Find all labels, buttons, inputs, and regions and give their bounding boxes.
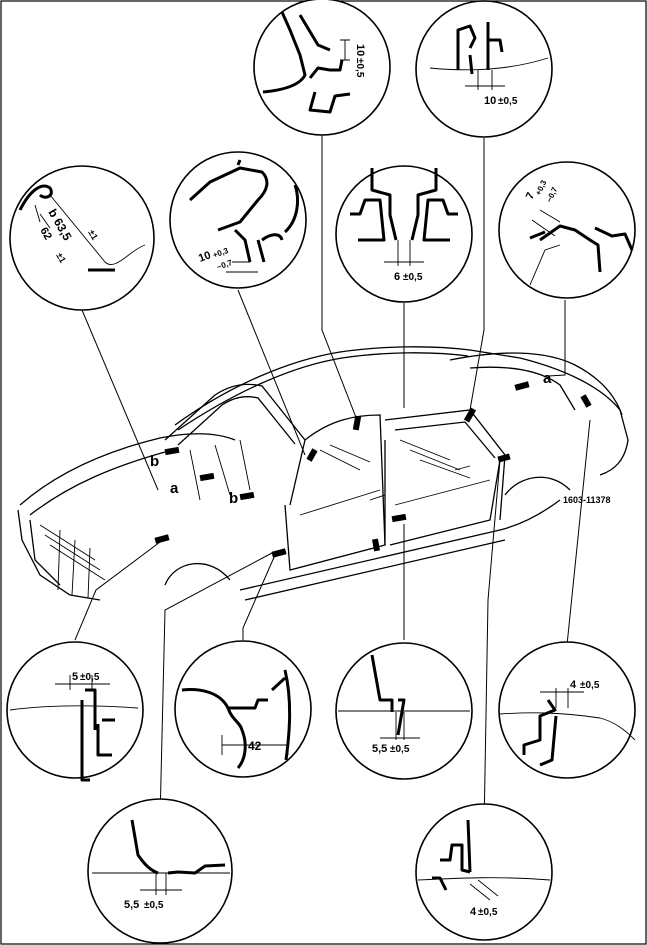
dim-value: 10 — [484, 95, 496, 107]
marker-b-upper: b — [150, 453, 159, 470]
dim-tolerance: ±0,5 — [478, 907, 498, 918]
dim-tolerance: ±0,5 — [403, 272, 423, 283]
dim-c-value: 62 — [37, 226, 54, 243]
figure-id: 1603-11378 — [563, 495, 611, 505]
callout-left-top: b 63,5 ±1 62 ±1 — [9, 165, 155, 311]
dim-value: 6 — [394, 271, 400, 283]
callout-right-top: 7 +0,3 −0,7 — [498, 161, 636, 299]
dim-value: 5,5 — [372, 743, 387, 755]
dim-tolerance: ±0,5 — [354, 58, 365, 78]
marker-a-rear: a — [543, 370, 552, 387]
callout-lower-4: 4 ±0,5 — [498, 641, 636, 779]
marker-a-front: a — [170, 480, 179, 497]
dim-value: 10 — [354, 44, 366, 56]
dim-tolerance: ±0,5 — [498, 96, 518, 107]
dim-tolerance: ±0,5 — [144, 900, 164, 911]
leader-lines — [74, 132, 591, 831]
dim-value: 7 — [524, 191, 537, 202]
dim-value: 5,5 — [124, 899, 139, 911]
dim-b-tolerance: ±1 — [86, 228, 100, 242]
callout-bottom-left: 5,5 ±0,5 — [87, 798, 233, 944]
callout-mid-left: 10 +0,3 −0,7 — [169, 151, 307, 289]
callout-lower-1: 5 ±0,5 — [6, 641, 144, 782]
callout-bottom-right: 4 ±0,5 — [415, 803, 553, 941]
dim-tolerance: ±0,5 — [580, 680, 600, 691]
dim-value: 5 — [72, 671, 78, 683]
dim-value: 10 — [197, 249, 213, 264]
callout-lower-2: 42 — [174, 640, 312, 778]
dim-c-tolerance: ±1 — [54, 251, 68, 265]
callout-mid-center: 6 ±0,5 — [335, 165, 473, 303]
car-body — [17, 346, 629, 601]
dim-value: 4 — [470, 906, 477, 918]
marker-b-lower: b — [229, 490, 238, 507]
callout-top-center-right: 10 ±0,5 — [415, 0, 553, 138]
dim-value: 4 — [570, 679, 577, 691]
callout-lower-3: 5,5 ±0,5 — [335, 642, 473, 780]
callout-top-center-left: 10 ±0,5 — [253, 0, 391, 136]
dim-value: 42 — [248, 739, 262, 753]
dim-tolerance: ±0,5 — [390, 744, 410, 755]
dim-tolerance: ±0,5 — [80, 672, 100, 683]
